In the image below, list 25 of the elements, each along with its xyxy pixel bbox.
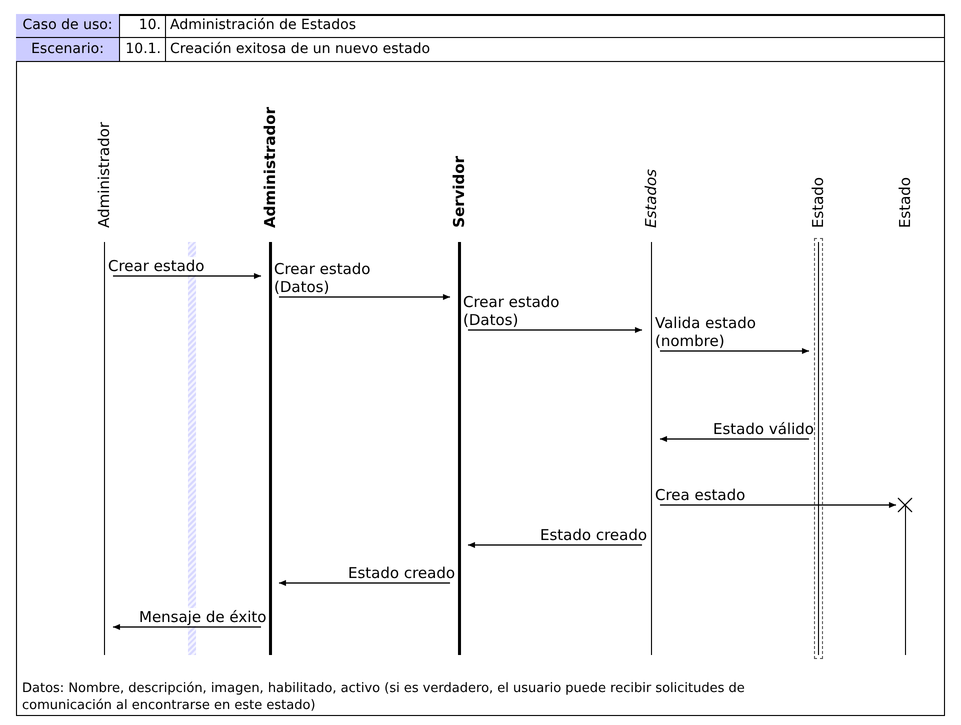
message-arrow [660,348,809,354]
field-label: Escenario: [16,38,120,62]
message-arrow [113,624,261,630]
message-arrow [660,436,809,442]
field-label: Caso de uso: [16,14,120,38]
participant-name: Administrador [95,122,113,228]
title-text: Administración de Estados [166,14,945,38]
title-text: Creación exitosa de un nuevo estado [166,38,945,62]
message-arrow [468,327,642,333]
number-text: 10. [120,14,166,38]
message-arrow [660,502,896,508]
participant-name: Estados [642,169,660,228]
message-arrow [279,580,450,586]
participant-name: Estado [809,176,827,228]
participant-name: Administrador [261,107,279,228]
participant-name: Servidor [450,156,468,228]
participant-name: Estado [896,176,914,228]
message-label: Mensaje de éxito [139,608,266,626]
message-arrow [279,294,450,300]
number-text: 10.1. [120,38,166,62]
message-arrow [468,542,642,548]
message-label: Estado válido [713,420,814,438]
message-label: Crear estado [108,257,204,275]
message-arrow [113,273,261,279]
note-text: Datos: Nombre, descripción, imagen, habilitado, activo (si es verdadero, el usuario puede recibir solicitudes de comunicación al encontrarse en este estado) [22,680,746,714]
